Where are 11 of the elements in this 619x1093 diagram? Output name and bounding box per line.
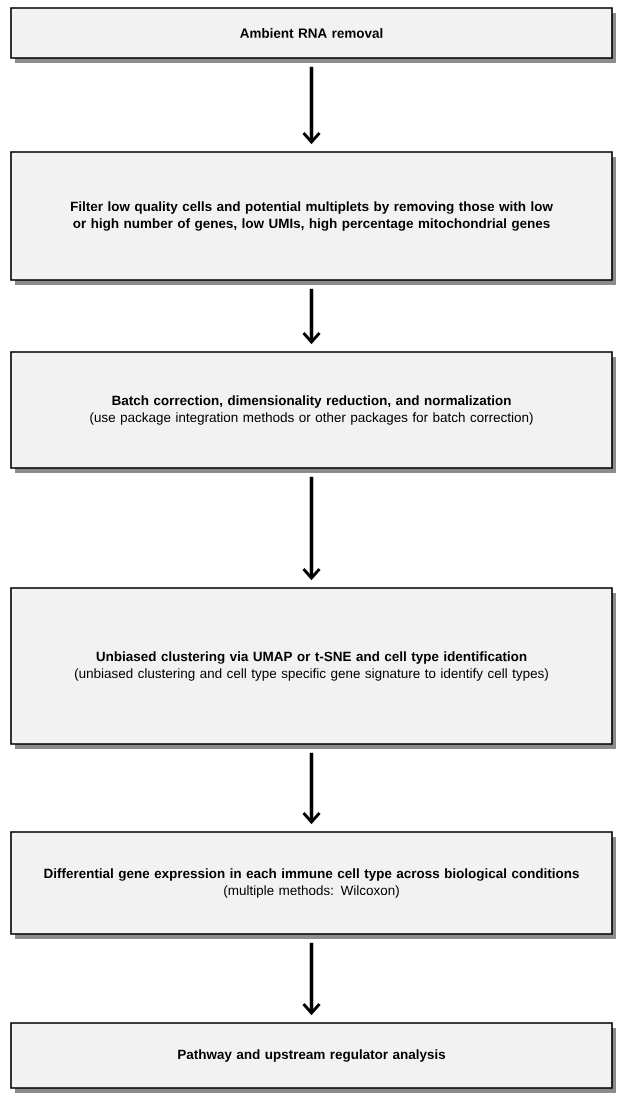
process-box: Differential gene expression in each immune cell type across biological conditions (multiple methods: Wilcoxon) [10,831,616,939]
arrow [302,942,321,1016]
arrow [302,288,321,345]
process-box: Filter low quality cells and potential multiplets by removing those with low or high number of genes, low UMIs, high percentage mitochondrial genes [10,151,616,285]
arrow [302,66,321,145]
process-box: Pathway and upstream regulator analysis [10,1022,616,1093]
process-box: Unbiased clustering via UMAP or t-SNE and cell type identification (unbiased clustering and cell type specific gene signature to identify cell types) [10,587,616,749]
arrow [302,476,321,581]
process-box: Ambient RNA removal [10,7,616,63]
arrow [302,752,321,825]
process-box: Batch correction, dimensionality reduction, and normalization (use package integration methods or other packages for batch correction) [10,351,616,473]
